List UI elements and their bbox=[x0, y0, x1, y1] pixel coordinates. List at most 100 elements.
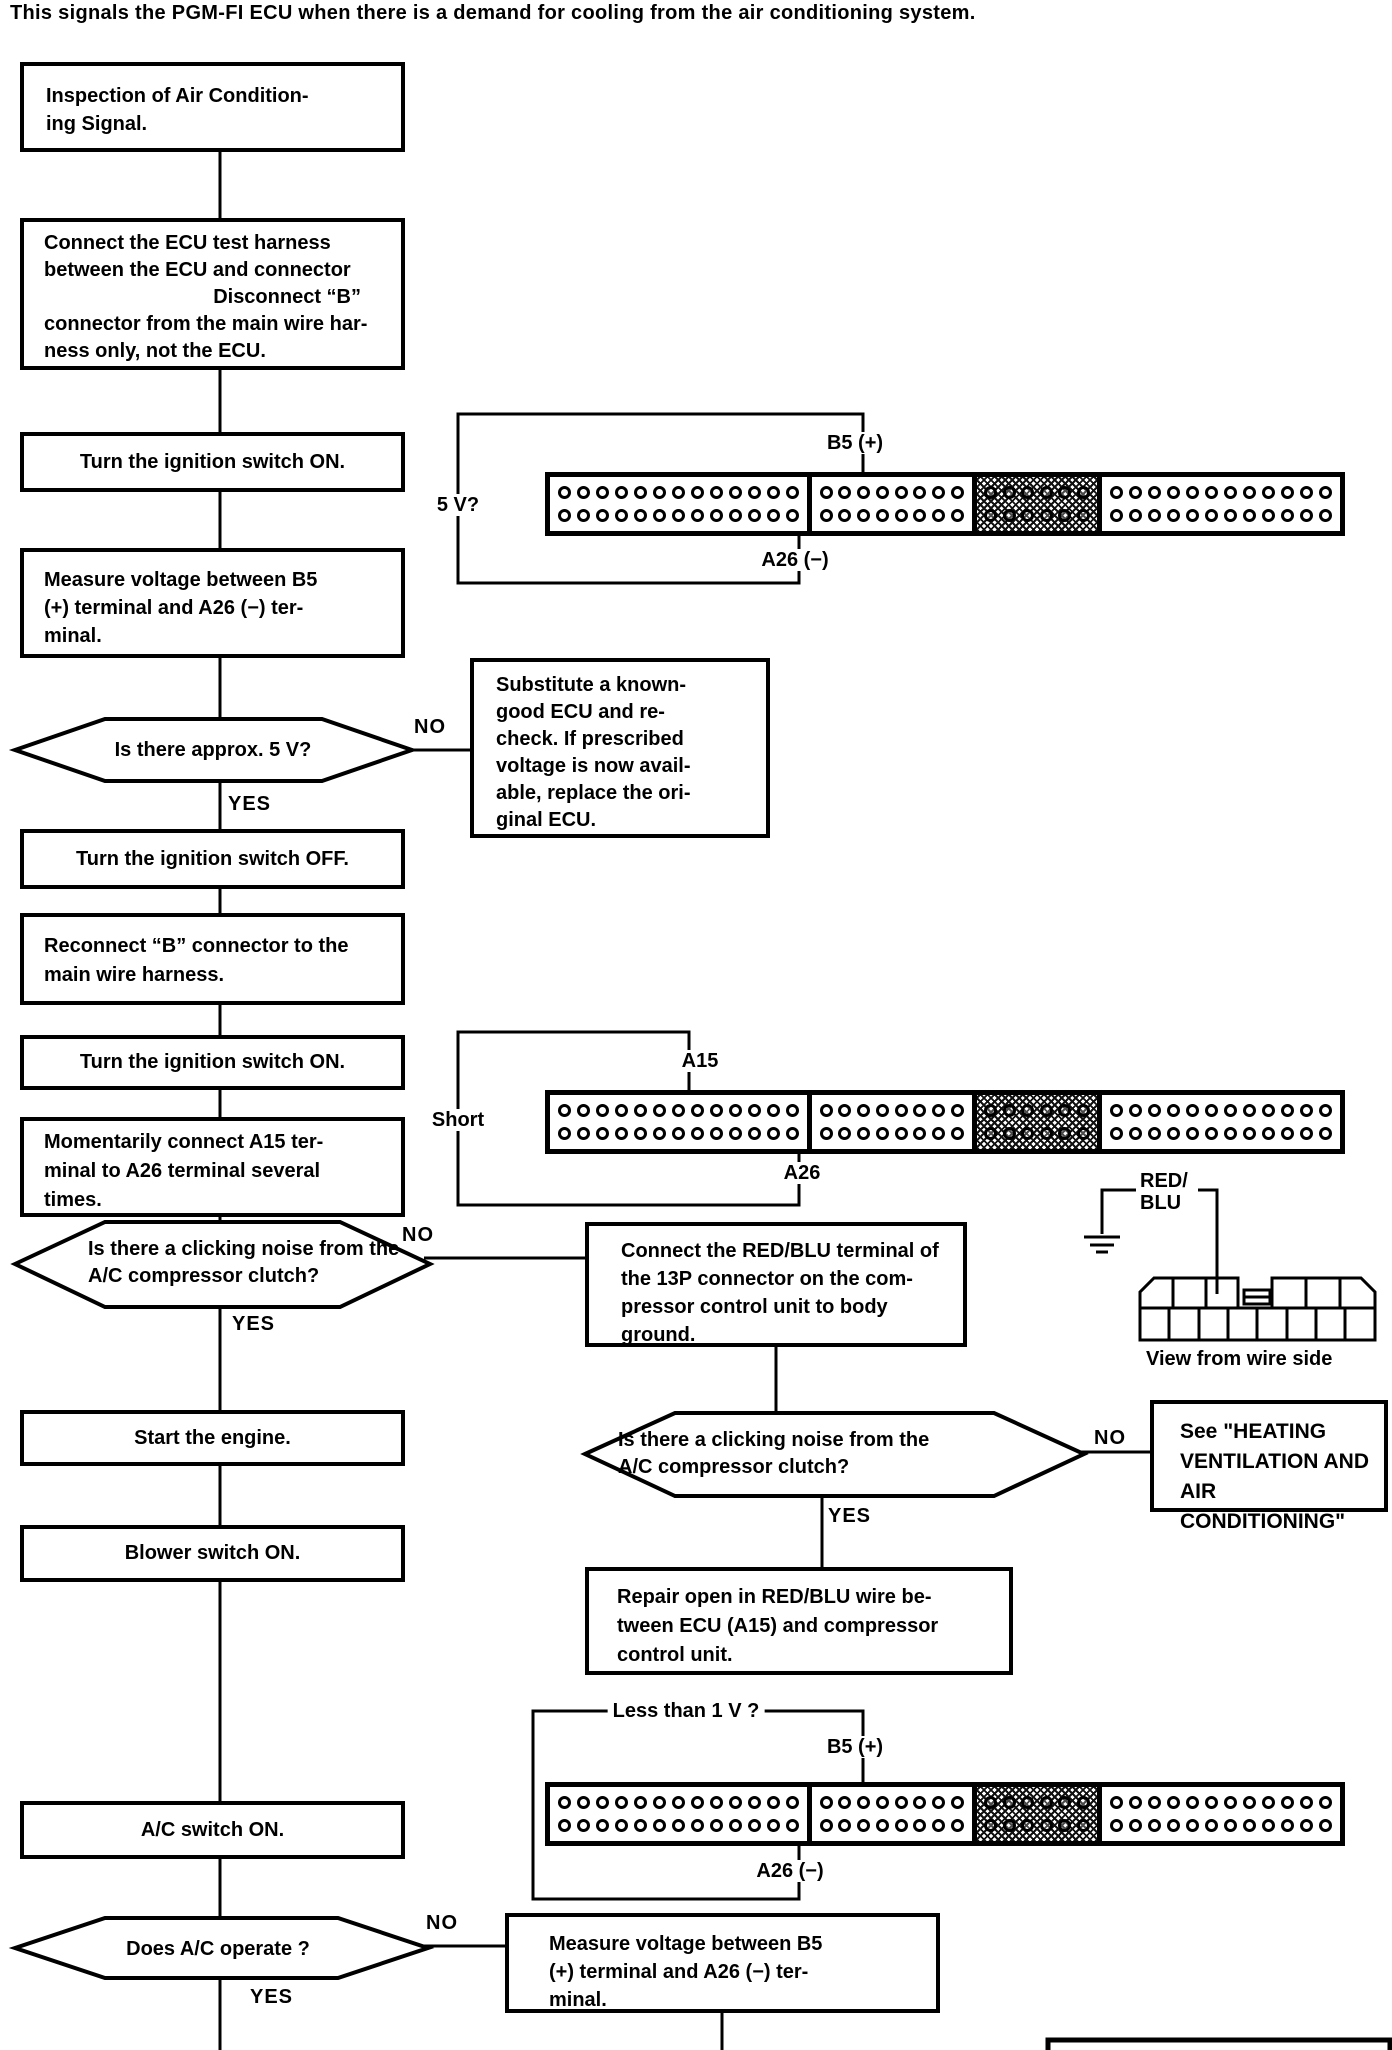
pin-icon bbox=[1021, 1818, 1035, 1832]
b5-plus-label-1: B5 (+) bbox=[821, 432, 889, 454]
pin-row bbox=[552, 1818, 805, 1832]
pin-icon bbox=[691, 1126, 704, 1140]
redblu-label-right-lead bbox=[1198, 1188, 1219, 1294]
box-connect-harness: Connect the ECU test harness between the… bbox=[20, 218, 405, 370]
pin-icon bbox=[558, 486, 571, 500]
pin-icon bbox=[710, 1126, 723, 1140]
pin-icon bbox=[767, 1796, 780, 1810]
pin-icon bbox=[1039, 1126, 1053, 1140]
pin-icon bbox=[1318, 486, 1332, 500]
box-blower-on-text: Blower switch ON. bbox=[124, 1542, 301, 1564]
pin-icon bbox=[932, 1126, 946, 1140]
pin-icon bbox=[1167, 1104, 1181, 1118]
box-ignition-off-text: Turn the ignition switch OFF. bbox=[76, 847, 349, 870]
pin-icon bbox=[1224, 486, 1238, 500]
pin-icon bbox=[838, 1818, 852, 1832]
pin-icon bbox=[672, 508, 685, 522]
pin-icon bbox=[558, 508, 571, 522]
pin-icon bbox=[767, 1104, 780, 1118]
pin-icon bbox=[786, 508, 799, 522]
pin-icon bbox=[950, 1126, 964, 1140]
pin-icon bbox=[1039, 1818, 1053, 1832]
pin-icon bbox=[1167, 1796, 1181, 1810]
decision-approx-5v-text: Is there approx. 5 V? bbox=[114, 739, 312, 761]
box-title: Inspection of Air Condition- ing Signal. bbox=[20, 62, 405, 152]
no-label-3: NO bbox=[1094, 1427, 1126, 1449]
pin-icon bbox=[1002, 1104, 1016, 1118]
pin-icon bbox=[1148, 1104, 1162, 1118]
pin-icon bbox=[838, 508, 852, 522]
box-connect-harness-line4: connector from the main wire har- bbox=[44, 313, 368, 335]
pin-icon bbox=[857, 1104, 871, 1118]
pin-icon bbox=[672, 486, 685, 500]
pin-icon bbox=[1224, 508, 1238, 522]
yes-label-1: YES bbox=[228, 793, 272, 815]
pin-row bbox=[552, 1126, 805, 1140]
pin-icon bbox=[1039, 486, 1053, 500]
pin-icon bbox=[1243, 1818, 1257, 1832]
connector-section-2 bbox=[812, 477, 977, 531]
pin-icon bbox=[1205, 508, 1219, 522]
pin-icon bbox=[1318, 1126, 1332, 1140]
pin-icon bbox=[1021, 1104, 1035, 1118]
pin-icon bbox=[767, 1818, 780, 1832]
pin-icon bbox=[984, 486, 998, 500]
pin-icon bbox=[1299, 1126, 1313, 1140]
box-ac-switch-on: A/C switch ON. bbox=[20, 1801, 405, 1859]
pin-icon bbox=[1205, 1104, 1219, 1118]
pin-icon bbox=[1280, 508, 1294, 522]
pin-icon bbox=[1262, 1818, 1276, 1832]
pin-icon bbox=[786, 1126, 799, 1140]
pin-icon bbox=[1262, 486, 1276, 500]
pin-icon bbox=[1280, 1126, 1294, 1140]
pin-icon bbox=[634, 1104, 647, 1118]
pin-row bbox=[1104, 1818, 1338, 1832]
pin-row bbox=[979, 1104, 1096, 1118]
pin-icon bbox=[710, 508, 723, 522]
pin-icon bbox=[1129, 1126, 1143, 1140]
pin-icon bbox=[1186, 1796, 1200, 1810]
pin-icon bbox=[615, 508, 628, 522]
ecu-connector-strip-2 bbox=[545, 1090, 1345, 1154]
pin-icon bbox=[634, 486, 647, 500]
pin-icon bbox=[596, 486, 609, 500]
pin-icon bbox=[1224, 1796, 1238, 1810]
pin-icon bbox=[596, 1796, 609, 1810]
pin-icon bbox=[691, 486, 704, 500]
pin-icon bbox=[1224, 1818, 1238, 1832]
pin-icon bbox=[596, 1104, 609, 1118]
decision-clicking-2-text: Is there a clicking noise from the A/C c… bbox=[618, 1429, 930, 1478]
box-title-text: Inspection of Air Condition- ing Signal. bbox=[46, 85, 309, 135]
pin-icon bbox=[615, 1796, 628, 1810]
pin-icon bbox=[857, 486, 871, 500]
pin-row bbox=[1104, 486, 1338, 500]
pin-icon bbox=[691, 1818, 704, 1832]
pin-icon bbox=[577, 1818, 590, 1832]
box-ignition-on-1-text: Turn the ignition switch ON. bbox=[79, 450, 346, 473]
pin-icon bbox=[1280, 1818, 1294, 1832]
ecu-connector-strip-3 bbox=[545, 1782, 1345, 1846]
pin-icon bbox=[932, 1104, 946, 1118]
box-connect-redblu: Connect the RED/BLU terminal of the 13P … bbox=[585, 1222, 967, 1347]
pin-icon bbox=[1186, 1818, 1200, 1832]
pin-icon bbox=[1058, 1126, 1072, 1140]
pin-icon bbox=[1280, 486, 1294, 500]
pin-icon bbox=[1318, 1104, 1332, 1118]
pin-icon bbox=[984, 508, 998, 522]
pin-icon bbox=[857, 508, 871, 522]
pin-row bbox=[814, 1126, 970, 1140]
pin-icon bbox=[767, 1126, 780, 1140]
pin-icon bbox=[819, 1104, 833, 1118]
pin-icon bbox=[894, 1126, 908, 1140]
box-connect-redblu-text: Connect the RED/BLU terminal of the 13P … bbox=[621, 1240, 939, 1346]
pin-icon bbox=[691, 508, 704, 522]
pin-icon bbox=[1318, 1818, 1332, 1832]
a26-minus-label-2: A26 (−) bbox=[751, 1860, 829, 1882]
pin-icon bbox=[653, 486, 666, 500]
connector-section-1 bbox=[550, 1787, 812, 1841]
pin-row bbox=[1104, 1104, 1338, 1118]
pin-icon bbox=[1110, 486, 1124, 500]
no-label-4: NO bbox=[426, 1912, 458, 1934]
connector-section-1 bbox=[550, 477, 812, 531]
